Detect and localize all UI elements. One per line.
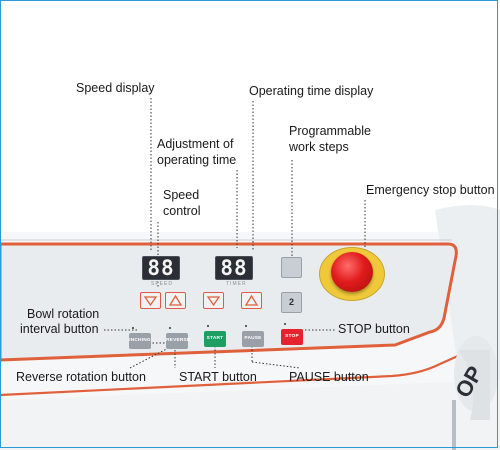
led-indicator [284, 323, 286, 325]
speed-down-button[interactable] [140, 292, 161, 309]
chevron-down-icon [206, 296, 221, 307]
chevron-down-icon [143, 296, 158, 307]
timer-display: 88 [215, 256, 253, 280]
timer-sublabel: TIMER [226, 281, 247, 287]
callout-operating-time-display: Operating time display [249, 84, 374, 98]
program-step-2-button[interactable]: 2 [281, 292, 302, 313]
speed-sublabel: SPEED [151, 281, 173, 287]
callout-programmable-line2: work steps [289, 140, 349, 154]
callout-start-button: START button [179, 370, 257, 384]
interval-button-label: INCHING [129, 338, 151, 343]
callout-programmable-line1: Programmable [289, 124, 371, 138]
reverse-button[interactable]: REVERSE [166, 327, 191, 349]
emergency-stop-button[interactable] [331, 252, 373, 292]
callout-adjustment-line1: Adjustment of [157, 137, 234, 151]
callout-stop-button: STOP button [338, 322, 410, 336]
stop-button-label: STOP [285, 334, 299, 339]
callout-reverse-rotation: Reverse rotation button [16, 370, 146, 384]
interval-button[interactable]: INCHING [129, 327, 151, 349]
led-indicator [132, 327, 134, 329]
callout-bowl-rotation-line1: Bowl rotation [27, 307, 100, 321]
start-button-label: START [206, 336, 224, 341]
callout-pause-button: PAUSE button [289, 370, 369, 384]
callout-bowl-rotation-line2: interval button [20, 322, 99, 336]
timer-up-button[interactable] [241, 292, 262, 309]
timer-down-button[interactable] [203, 292, 224, 309]
pause-button[interactable]: PAUSE [242, 325, 264, 347]
speed-up-button[interactable] [165, 292, 186, 309]
chevron-up-icon [244, 294, 259, 306]
led-indicator [245, 325, 247, 327]
callout-speed-display: Speed display [76, 81, 155, 95]
led-indicator [207, 325, 209, 327]
callout-adjustment-line2: operating time [157, 153, 237, 167]
led-indicator [169, 327, 171, 329]
reverse-button-label: REVERSE [166, 338, 191, 343]
speed-display: 88 [142, 256, 180, 280]
program-step-1-button[interactable] [281, 257, 302, 278]
start-button[interactable]: START [204, 325, 226, 347]
callout-speed-control-line1: Speed [163, 188, 200, 202]
callout-emergency-stop: Emergency stop button [366, 183, 495, 197]
pause-button-label: PAUSE [244, 336, 262, 341]
chevron-up-icon [168, 294, 183, 306]
callout-speed-control-line2: control [163, 204, 201, 218]
stop-button[interactable]: STOP [281, 323, 303, 345]
